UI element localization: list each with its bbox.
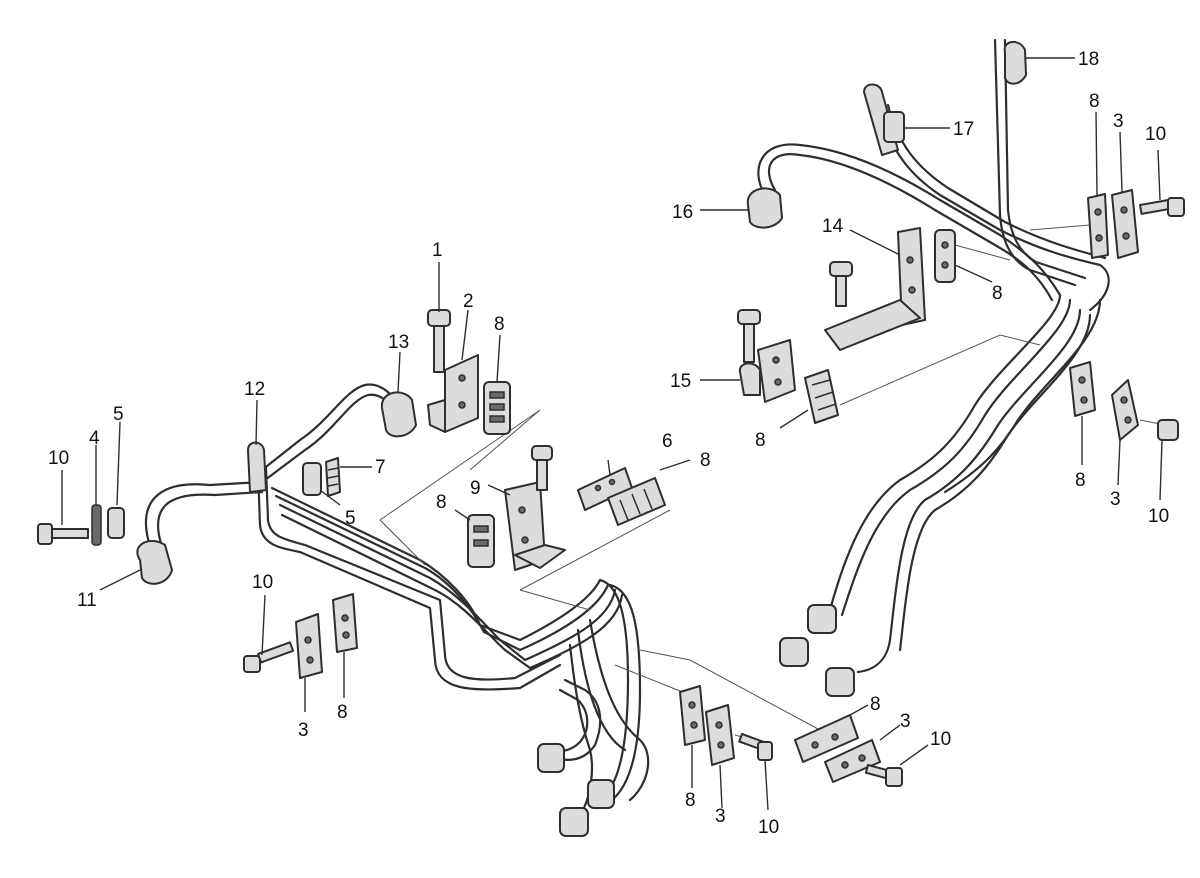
bolt-part-10-bottom-center (738, 733, 773, 761)
rubber-cap-part-16 (746, 187, 783, 229)
callout-3-right: 3 (1110, 489, 1121, 510)
callout-16: 16 (672, 202, 693, 223)
callout-8-c: 8 (700, 450, 711, 471)
left-pipe-bundle (144, 383, 650, 817)
callout-13: 13 (388, 332, 409, 353)
callout-3-bottom-left: 3 (298, 720, 309, 741)
callout-10-bottom-center: 10 (758, 817, 779, 838)
callout-9: 9 (470, 478, 481, 499)
callout-8-near-15: 8 (755, 430, 766, 451)
callout-10-left: 10 (48, 448, 69, 469)
clamp-grommet-part-8-b (467, 514, 495, 568)
pipe-bracket-part-12 (247, 441, 267, 493)
assembly-guide-lines (379, 224, 1166, 746)
rubber-cap-part-13 (380, 391, 417, 438)
right-pipe-bundle (757, 38, 1110, 674)
bolt-part-14-top (829, 261, 853, 307)
clamp-grommet-part-8-bottom-right (794, 714, 859, 763)
bolt-part-1 (427, 309, 451, 373)
callout-10-top-right: 10 (1145, 124, 1166, 145)
bolt-part-10-left (37, 523, 89, 545)
clamp-grommet-part-8-top-right (1087, 193, 1109, 259)
callout-3-bottom-center: 3 (715, 806, 726, 827)
callout-12: 12 (244, 379, 265, 400)
clamp-plate-part-3-bottom-left (295, 613, 323, 679)
callout-8-b: 8 (436, 492, 447, 513)
bolt-part-15-top (737, 309, 761, 363)
bolt-part-10-top-right (1138, 197, 1185, 217)
injector-nuts-front (537, 604, 855, 837)
callout-4: 4 (89, 428, 100, 449)
bracket-part-15 (738, 339, 796, 403)
pipe-bracket-part-17 (863, 83, 905, 156)
bolt-part-9-top (531, 445, 553, 491)
clamp-plate-part-2 (427, 354, 479, 433)
callout-5-center: 5 (345, 508, 356, 529)
clamp-grommet-part-8-near-15 (804, 369, 839, 424)
callout-5-left: 5 (113, 404, 124, 425)
bolt-part-10-bottom-left (243, 641, 295, 673)
support-bracket-part-14 (824, 227, 926, 351)
callout-15: 15 (670, 371, 691, 392)
callout-6: 6 (662, 431, 673, 452)
spring-clip-part-7 (325, 457, 341, 497)
callout-7: 7 (375, 457, 386, 478)
clamp-grommet-part-8-right (1069, 361, 1096, 417)
callout-14: 14 (822, 216, 844, 237)
callout-8-near-14: 8 (992, 283, 1003, 304)
clamp-plate-part-3-bottom-center (705, 704, 735, 766)
callout-3-bottom-right: 3 (900, 711, 911, 732)
callout-8-bottom-center: 8 (685, 790, 696, 811)
callout-17: 17 (953, 119, 974, 140)
rubber-cap-part-18 (1003, 41, 1027, 85)
clamp-plate-part-3-top-right (1111, 189, 1139, 259)
grommet-part-5-center (302, 462, 322, 496)
callout-11: 11 (77, 590, 97, 611)
clamp-grommet-part-8-bottom-left (332, 593, 358, 653)
rubber-cap-part-11 (136, 540, 173, 585)
leader-lines (61, 57, 1163, 811)
clamp-grommet-part-8-near-14 (934, 229, 956, 283)
callout-8-top-right: 8 (1089, 91, 1100, 112)
washer-part-4 (91, 504, 102, 546)
callout-labels: 1 2 8 13 12 5 4 10 11 7 5 9 8 6 8 10 3 8… (48, 49, 1169, 838)
callout-3-top-right: 3 (1113, 111, 1124, 132)
callout-8-a: 8 (494, 314, 505, 335)
clamp-grommet-part-8-c (607, 477, 666, 526)
clamp-grommet-part-8-a (483, 381, 511, 435)
support-bracket-part-9 (504, 481, 566, 571)
grommet-part-5-left (107, 507, 125, 539)
callout-8-bottom-left: 8 (337, 702, 348, 723)
callout-8-bottom-right: 8 (870, 694, 881, 715)
bolt-part-10-bottom-right (864, 764, 903, 787)
callout-10-bottom-left: 10 (252, 572, 273, 593)
callout-10-bottom-right: 10 (930, 729, 951, 750)
callout-1: 1 (432, 240, 443, 261)
callout-8-right: 8 (1075, 470, 1086, 491)
bolt-part-10-right (1157, 419, 1179, 441)
clamp-plate-part-3-bottom-right (824, 739, 881, 783)
clamp-grommet-part-8-bottom-center (679, 685, 706, 746)
callout-10-right: 10 (1148, 506, 1169, 527)
callout-2: 2 (463, 291, 474, 312)
clamp-plate-part-3-right (1111, 379, 1139, 441)
callout-18: 18 (1078, 49, 1099, 70)
